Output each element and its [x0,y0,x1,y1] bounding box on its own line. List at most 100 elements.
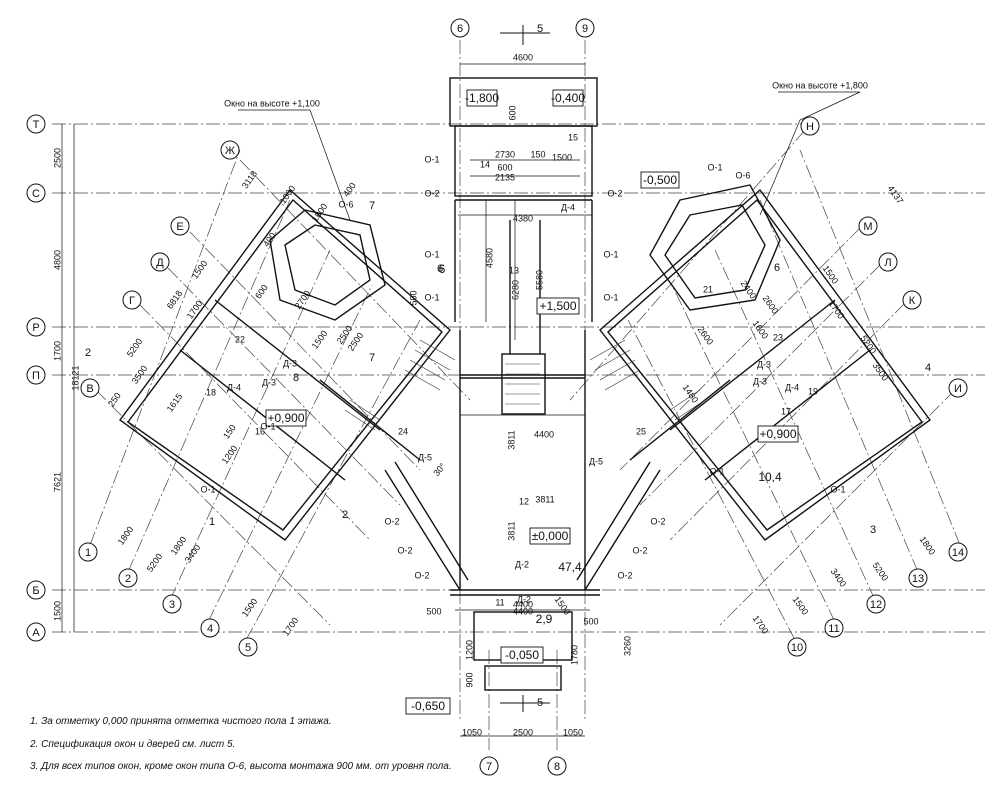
right-wing-dim-1: 4137 [886,184,906,206]
note-3: 3. Для всех типов окон, кроме окон типа … [30,761,452,772]
right-wing-dim-4: 1600 [751,319,771,341]
axis-grid [52,40,985,750]
axis-right-diag-2-circle [858,216,878,236]
axis-right-diag-1: Н [806,121,814,133]
door-tag-11: Д-2 [517,594,531,604]
angle-note: 30° [431,461,448,478]
section-mark-5: 8 [293,372,299,384]
room-number-6: 22 [235,334,245,344]
bottom-dim-2: 2500 [513,727,533,737]
left-dim-1: 2500 [52,148,62,168]
center-dim-5: 3811 [535,494,554,504]
axis-6: А [32,627,40,639]
center-dim-3: 3811 [506,521,516,540]
left-wing-dim-16: 3500 [130,364,150,386]
bottom-dim-8: 4400 [513,606,533,616]
left-wing-dim-19: 150 [221,423,238,441]
axis-left-num-1-circle [78,542,98,562]
left-wing-dim-1: 1800 [116,525,136,547]
top-dim-4: 1500 [552,152,572,162]
left-wing-dim-17: 250 [106,391,123,409]
level-mark-1: -1,800 [465,91,499,105]
axis-right-diag-2: М [863,221,872,233]
axis-bottom-2-circle [547,756,567,776]
section-mark-12: 2 [85,347,91,359]
axis-3-circle [26,317,46,337]
note-2: 2. Спецификация окон и дверей см. лист 5… [30,739,236,750]
axis-left-diag-1-circle [220,140,240,160]
left-wing-dim-10: 400 [341,181,358,199]
bottom-dim-3: 1050 [563,727,583,737]
level-mark-1-box [466,89,498,107]
section-mark-1: 5 [537,23,543,35]
top-dim-11: 600 [507,105,517,120]
window-tag-1: О-1 [424,154,439,164]
axis-right-diag-4: К [909,295,916,307]
axis-bottom-1: 7 [486,761,492,773]
window-tag-14: О-2 [397,545,412,555]
door-tag-10: Д-2 [515,559,529,569]
axis-1-circle [26,114,46,134]
left-wing-dim-14: 1500 [190,259,210,281]
axis-right-num-3: 12 [870,599,882,611]
left-dim-5: 1500 [52,601,62,621]
axis-4: П [32,370,40,382]
section-mark-7: 4 [925,362,931,374]
center-dim-1: 3811 [506,430,516,449]
bottom-dim-10: 3260 [622,636,632,656]
room-number-13: 17 [781,406,791,416]
axis-2: С [32,188,40,200]
axis-left-diag-3: Д [156,257,164,269]
window-tag-2: О-1 [424,249,439,259]
right-wing-dim-11: 1800 [918,535,938,557]
window-tag-16: О-2 [650,516,665,526]
axis-left-diag-5-circle [80,378,100,398]
window-tag-5: О-1 [603,292,618,302]
door-tag-3: Д-3 [262,377,276,387]
room-number-2: 15 [568,132,578,142]
axis-left-diag-4: Г [129,295,135,307]
window-callout-left: Окно на высоте +1,100 [224,98,320,108]
window-tag-18: О-2 [617,570,632,580]
axis-right-num-1: 10 [791,642,803,654]
axis-right-num-2: 11 [828,623,839,635]
left-wing-dim-22: 1500 [310,329,330,351]
axis-left-diag-2: Е [176,221,183,233]
room-number-3: 13 [509,265,519,275]
left-wing-dim-6: 1700 [281,616,301,638]
door-tag-4: Д-4 [227,382,241,392]
window-tag-19: О-2 [424,188,439,198]
axis-left-num-2-circle [118,568,138,588]
axis-top-2: 9 [582,23,588,35]
axis-5-circle [26,580,46,600]
door-tag-9: Д-4 [785,382,799,392]
left-wing-dim-3: 5200 [145,552,165,574]
section-mark-11: 6 [437,263,443,275]
top-dim-12: 500 [408,290,418,305]
axis-left-num-4-circle [200,618,220,638]
level-mark-3: +1,500 [539,299,576,313]
axis-top-2-circle [575,18,595,38]
axis-2-circle [26,183,46,203]
bottom-dim-4: 1200 [464,640,474,660]
center-dim-4: 4400 [513,599,533,609]
section-mark-9: 1 [209,516,215,528]
window-callout-right: Окно на высоте +1,800 [772,80,868,90]
right-wing-dim-12: 3400 [829,567,849,589]
axis-left-num-1: 1 [85,547,91,559]
level-mark-8: -0,650 [411,699,445,713]
level-mark-7: -0,050 [505,648,539,662]
window-tag-6: О-1 [200,484,215,494]
room-number-4: 12 [519,496,529,506]
left-wing-dim-24: 600 [253,283,270,301]
axis-top-1: 6 [457,23,463,35]
door-tag-8: Д-3 [757,359,771,369]
axis-right-diag-4-circle [902,290,922,310]
top-dim-8: 4580 [484,248,494,268]
top-dim-10: 5580 [534,270,544,290]
door-tag-1: Д-4 [561,202,575,212]
axis-left-diag-4-circle [122,290,142,310]
right-wing-dim-9: 3500 [871,361,891,383]
